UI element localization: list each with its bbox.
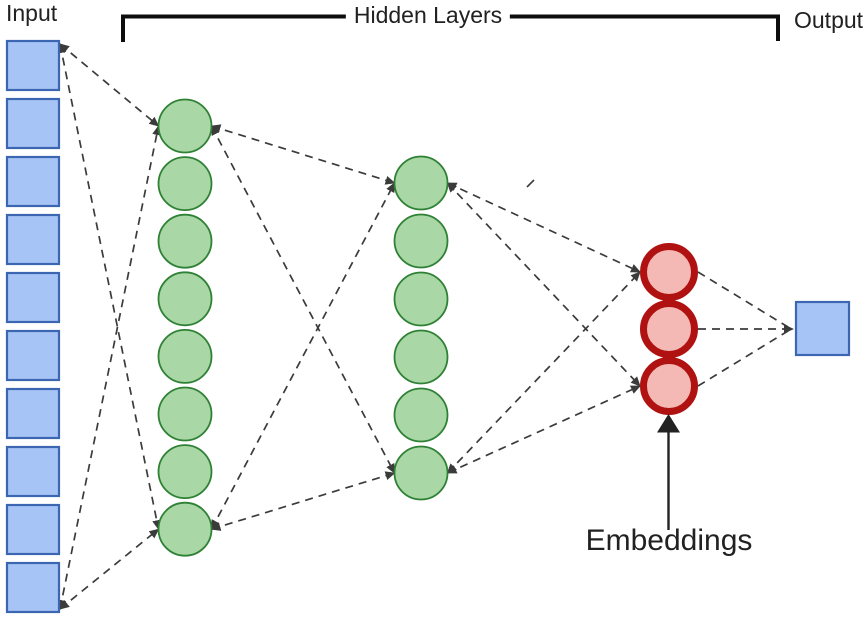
input-node [5, 445, 61, 498]
input-layer [5, 39, 61, 614]
input-node [5, 97, 61, 150]
embeddings-label: Embeddings [585, 524, 753, 557]
connector-line [446, 182, 641, 273]
hidden1-node [157, 328, 213, 384]
input-node [5, 387, 61, 440]
connector-line [210, 124, 396, 185]
input-node [5, 39, 61, 92]
connector-line [59, 528, 160, 610]
hidden-layer-1 [157, 98, 213, 557]
output-label: Output [794, 7, 864, 33]
embeddings-arrowhead-icon [657, 414, 680, 433]
input-node [5, 503, 61, 556]
connector-line [210, 471, 396, 531]
output-node [794, 300, 851, 357]
hidden1-node [157, 213, 213, 269]
embeddings-arrow [657, 414, 680, 530]
hidden2-node [393, 445, 449, 501]
connector-line [446, 182, 641, 387]
hidden1-node [157, 271, 213, 327]
hidden1-node [157, 501, 213, 557]
connector-line [57, 43, 162, 531]
hidden2-node [393, 155, 449, 211]
input-node [5, 561, 61, 614]
stray-mark [526, 179, 535, 188]
connector-line [210, 125, 396, 474]
connector-line [446, 385, 641, 474]
connectors [57, 43, 794, 610]
embedding-node [640, 300, 698, 358]
hidden-layer-2 [393, 155, 449, 501]
input-label: Input [6, 0, 58, 26]
hidden1-node [157, 98, 213, 154]
hidden2-node [393, 213, 449, 269]
connector-line [210, 182, 396, 531]
hidden1-node [157, 386, 213, 442]
input-node [5, 213, 61, 266]
input-node [5, 271, 61, 324]
hidden2-node [393, 271, 449, 327]
connector-line [697, 271, 789, 328]
connector-line [57, 125, 162, 610]
embedding-node [640, 357, 698, 415]
input-node [5, 329, 61, 382]
hidden1-node [157, 444, 213, 500]
hidden1-node [157, 156, 213, 212]
hidden2-node [393, 387, 449, 443]
hidden2-node [393, 329, 449, 385]
hidden-layers-label: Hidden Layers [345, 2, 511, 29]
input-node [5, 155, 61, 208]
connector-line [446, 271, 641, 474]
output-layer [794, 300, 851, 357]
connector-line [697, 330, 789, 387]
embedding-node [640, 243, 698, 301]
embeddings-layer [640, 243, 698, 415]
